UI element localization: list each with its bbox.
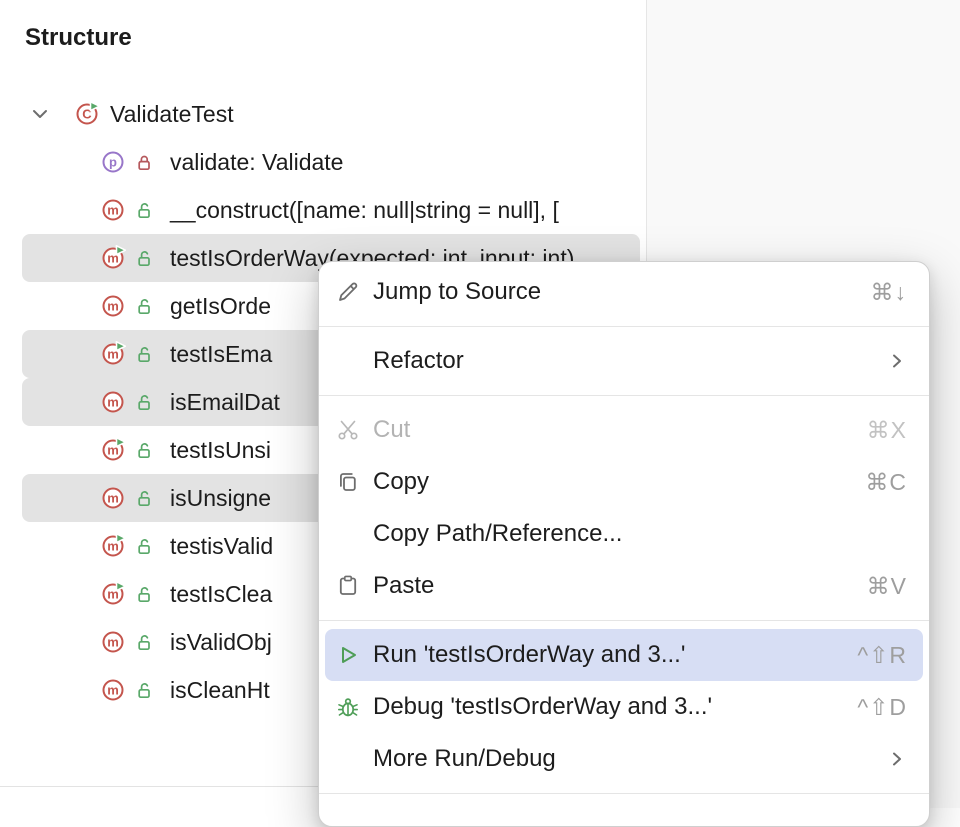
scissors-icon [335,417,361,443]
tree-item-label: testIsEma [170,340,273,367]
menu-item-label: Debug 'testIsOrderWay and 3...' [373,693,713,720]
tree-item-method[interactable]: isValidObj [0,618,646,666]
icon-placeholder [335,746,361,772]
menu-item-label: Run 'testIsOrderWay and 3...' [373,641,686,668]
tree-item-label: testisValid [170,532,274,559]
menu-item-label: Cut [373,416,411,443]
menu-shortcut: ⌘C [865,468,907,495]
unlock-icon [134,200,154,220]
tree-item-property[interactable]: validate: Validate [0,138,646,186]
submenu-chevron-icon [887,351,907,371]
tree-item-label: isValidObj [170,628,272,655]
menu-separator [319,620,929,621]
menu-item-label: Paste [373,572,435,599]
menu-item-paste[interactable]: Paste ⌘V [319,560,929,612]
tree-item-label: isCleanHt [170,676,270,703]
method-icon [100,293,126,319]
unlock-icon [134,440,154,460]
menu-item-copy-path-reference[interactable]: Copy Path/Reference... [319,508,929,560]
unlock-icon [134,344,154,364]
menu-shortcut: ⌘↓ [870,278,907,305]
menu-item-jump-to-source[interactable]: Jump to Source ⌘↓ [319,266,929,318]
panel-title: Structure [25,24,132,51]
menu-item-refactor[interactable]: Refactor [319,335,929,387]
test-method-icon [100,581,126,607]
tree-item-class[interactable]: ValidateTest [0,90,646,138]
debug-icon [335,694,361,720]
pencil-icon [335,279,361,305]
tree-item-label: validate: Validate [170,148,344,175]
method-icon [100,197,126,223]
tree-item-method[interactable]: __construct([name: null|string = null], … [0,186,646,234]
tree-item-method[interactable]: getIsOrde [0,282,646,330]
copy-icon [335,469,361,495]
menu-item-run-test[interactable]: Run 'testIsOrderWay and 3...' ^⇧R [325,629,923,681]
method-icon [100,629,126,655]
unlock-icon [134,584,154,604]
test-method-icon [100,341,126,367]
tree-item-label: isEmailDat [170,388,280,415]
menu-item-cut[interactable]: Cut ⌘X [319,404,929,456]
menu-item-label: Jump to Source [373,278,542,305]
tree-item-label: ValidateTest [110,100,234,127]
run-icon [335,642,361,668]
tree-item-method[interactable]: testIsUnsi [0,426,646,474]
menu-shortcut: ^⇧R [857,641,907,668]
tree-item-method[interactable]: testisValid [0,522,646,570]
paste-icon [335,573,361,599]
unlock-icon [134,248,154,268]
lock-icon [134,152,154,172]
tree-item-label: __construct([name: null|string = null], … [170,196,559,223]
menu-shortcut: ⌘V [866,572,907,599]
unlock-icon [134,632,154,652]
context-menu: Jump to Source ⌘↓ Refactor Cut ⌘X Copy ⌘… [318,261,930,827]
unlock-icon [134,536,154,556]
unlock-icon [134,488,154,508]
menu-item-label: Copy Path/Reference... [373,520,623,547]
menu-separator [319,395,929,396]
submenu-chevron-icon [887,749,907,769]
test-method-icon [100,245,126,271]
property-icon [100,149,126,175]
icon-placeholder [335,521,361,547]
chevron-down-icon[interactable] [28,102,52,126]
unlock-icon [134,392,154,412]
method-icon [100,677,126,703]
method-icon [100,389,126,415]
menu-item-label: More Run/Debug [373,745,556,772]
tree-item-label: getIsOrde [170,292,271,319]
menu-item-label: Refactor [373,347,464,374]
icon-placeholder [335,348,361,374]
menu-item-copy[interactable]: Copy ⌘C [319,456,929,508]
unlock-icon [134,680,154,700]
test-method-icon [100,533,126,559]
method-icon [100,485,126,511]
test-method-icon [100,437,126,463]
menu-separator [319,793,929,794]
menu-item-more-run-debug[interactable]: More Run/Debug [319,733,929,785]
tree-item-label: isUnsigne [170,484,271,511]
tree-item-method[interactable]: isCleanHt [0,666,646,714]
menu-item-debug-test[interactable]: Debug 'testIsOrderWay and 3...' ^⇧D [319,681,929,733]
tree-item-label: testIsUnsi [170,436,271,463]
tree-item-method[interactable]: testIsClea [0,570,646,618]
tree-item-label: testIsClea [170,580,273,607]
menu-shortcut: ^⇧D [857,693,907,720]
menu-separator [319,326,929,327]
test-class-icon [74,101,100,127]
menu-item-label: Copy [373,468,430,495]
unlock-icon [134,296,154,316]
menu-shortcut: ⌘X [866,416,907,443]
